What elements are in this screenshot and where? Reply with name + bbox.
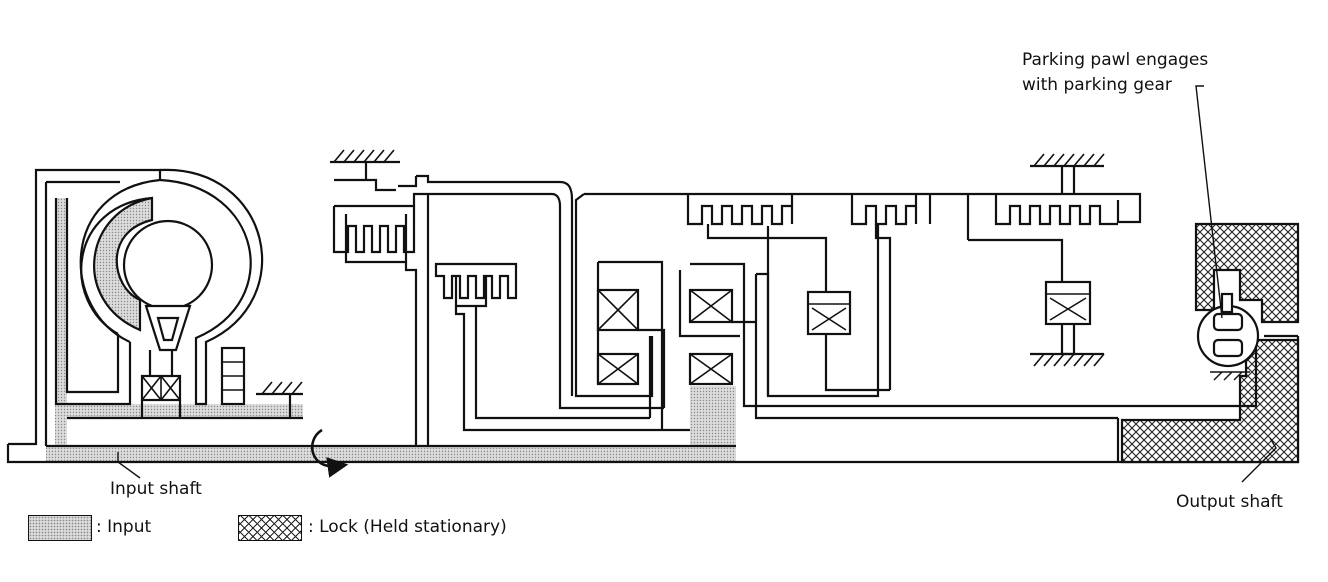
center-bearings — [574, 192, 1142, 430]
legend-label-lock: : Lock (Held stationary) — [308, 517, 507, 537]
legend-swatch-input — [28, 515, 92, 541]
input-shaft-label: Input shaft — [110, 479, 202, 499]
output-leader — [1241, 437, 1277, 483]
parking-pawl-label-line2: with parking gear — [1022, 75, 1172, 95]
rear-clutch-combs — [686, 153, 1118, 392]
locked-region — [1120, 222, 1300, 464]
ground-hatch-pump — [256, 381, 303, 418]
parking-pawl-label-line1: Parking pawl engages — [1022, 50, 1209, 70]
parking-gear — [1196, 292, 1260, 381]
output-shaft-path — [1128, 346, 1258, 408]
rotation-arrow-icon — [311, 428, 349, 478]
legend-label-input: : Input — [96, 517, 152, 537]
parking-leader — [1195, 85, 1223, 319]
output-shaft-label: Output shaft — [1176, 492, 1283, 512]
legend-swatch-lock — [238, 515, 302, 541]
front-clutch-assembly — [330, 149, 690, 446]
input-leader — [117, 452, 141, 479]
input-shaft-shape — [46, 198, 736, 462]
torque-converter — [54, 168, 303, 420]
